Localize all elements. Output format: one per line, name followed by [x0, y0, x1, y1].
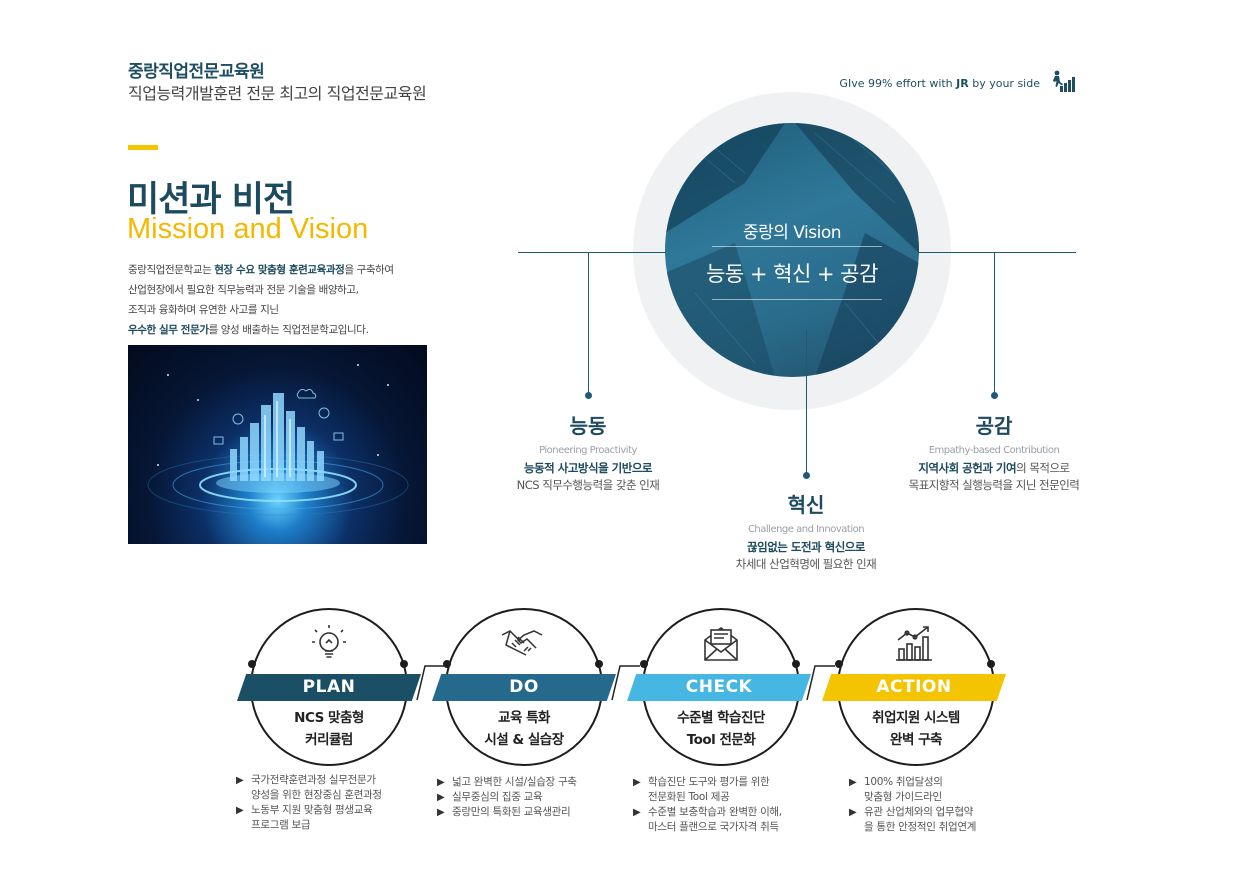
list-item: 맞춤형 가이드라인	[864, 791, 942, 803]
connector-dot	[585, 392, 592, 399]
check-band: CHECK	[627, 674, 811, 701]
value-empathy: 공감 Empathy-based Contribution 지역사회 공헌과 기…	[908, 414, 1080, 492]
brand-name: 중랑직업전문교육원	[128, 62, 265, 82]
cycle-node	[248, 660, 256, 668]
cycle-node	[792, 660, 800, 668]
do-band: DO	[432, 674, 616, 701]
band-connector	[806, 665, 835, 701]
cycle-node	[443, 660, 451, 668]
cycle-node	[987, 660, 995, 668]
list-item: ▶실무중심의 집중 교육	[437, 791, 543, 803]
list-item: ▶넓고 완벽한 시설/실습장 구축	[437, 776, 577, 788]
page-title: 미션과 비전	[127, 180, 295, 220]
accent-bar	[128, 145, 158, 150]
vision-circle	[665, 123, 919, 377]
list-item: ▶수준별 보충학습과 완벽한 이해,	[633, 806, 782, 818]
growth-chart-icon	[896, 626, 932, 661]
list-item: ▶국가전략훈련과정 실무전문가	[236, 774, 376, 786]
plan-band: PLAN	[237, 674, 421, 701]
check-bullets: ▶학습진단 도구와 평가를 위한 전문화된 Tool 제공 ▶수준별 보충학습과…	[633, 775, 782, 835]
climbing-stairs-icon	[1053, 70, 1075, 92]
connector-line	[918, 252, 1076, 253]
list-item: 양성을 위한 현장중심 훈련과정	[251, 789, 382, 801]
list-item: ▶중랑만의 특화된 교육생관리	[437, 806, 571, 818]
intro-paragraph: 중랑직업전문학교는 현장 수요 맞춤형 훈련교육과정을 구축하여 산업현장에서 …	[128, 264, 394, 336]
list-item: ▶유관 산업체와의 업무협약	[849, 806, 974, 818]
cycle-node	[400, 660, 408, 668]
cycle-node	[640, 660, 648, 668]
list-item: ▶노동부 지원 맞춤형 평생교육	[236, 804, 373, 816]
action-band: ACTION	[822, 674, 1006, 701]
action-bullets: ▶100% 취업달성의 맞춤형 가이드라인 ▶유관 산업체와의 업무협약 을 통…	[849, 775, 976, 835]
connector-line	[806, 330, 807, 474]
list-item: 마스터 플랜으로 국가자격 취득	[648, 821, 779, 833]
smart-city-image	[128, 345, 427, 544]
lightbulb-icon	[312, 625, 346, 658]
connector-line	[588, 252, 589, 395]
handshake-icon	[501, 630, 543, 656]
vision-divider	[712, 299, 882, 300]
brand-description: 직업능력개발훈련 전문 최고의 직업전문교육원	[128, 84, 427, 103]
mail-icon	[704, 627, 738, 661]
vision-divider	[712, 246, 882, 247]
list-item: ▶학습진단 도구와 평가를 위한	[633, 776, 770, 788]
connector-dot	[991, 392, 998, 399]
slogan: GIve 99% effort with JR by your side	[839, 77, 1040, 90]
plan-bullets: ▶국가전략훈련과정 실무전문가 양성을 위한 현장중심 훈련과정 ▶노동부 지원…	[236, 773, 382, 833]
vision-formula: 능동 + 혁신 + 공감	[706, 262, 878, 286]
list-item: 프로그램 보급	[251, 819, 311, 831]
connector-line	[518, 252, 666, 253]
list-item: 을 통한 안정적인 취업연계	[864, 821, 977, 833]
list-item: ▶100% 취업달성의	[849, 776, 943, 788]
connector-dot	[803, 472, 810, 479]
do-bullets: ▶넓고 완벽한 시설/실습장 구축 ▶실무중심의 집중 교육 ▶중랑만의 특화된…	[437, 775, 577, 820]
page-subtitle: Mission and Vision	[127, 213, 369, 245]
band-connector	[611, 665, 640, 701]
value-innovation: 혁신 Challenge and Innovation 끊임없는 도전과 혁신으…	[735, 493, 877, 571]
list-item: 전문화된 Tool 제공	[648, 791, 730, 803]
connector-line	[994, 252, 995, 395]
cycle-node	[835, 660, 843, 668]
band-connector	[416, 665, 445, 701]
cycle-node	[595, 660, 603, 668]
value-proactivity: 능동 Pioneering Proactivity 능동적 사고방식을 기반으로…	[516, 414, 660, 492]
vision-label: 중랑의 Vision	[742, 223, 842, 243]
